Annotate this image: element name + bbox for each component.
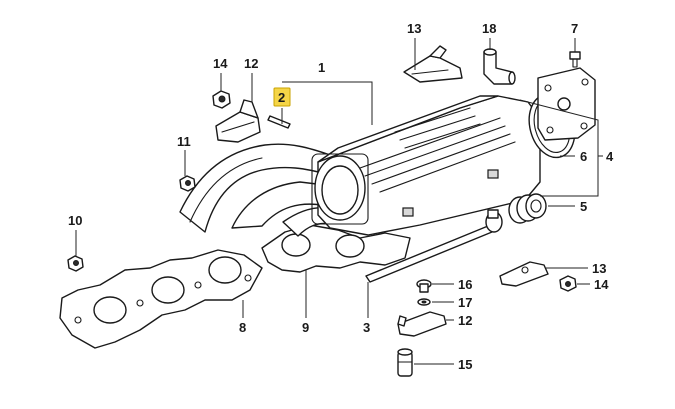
callout-6: 6 <box>580 149 587 164</box>
nut-part-11 <box>179 175 196 192</box>
callout-2-highlight <box>273 87 291 107</box>
callout-14-top: 14 <box>213 56 228 71</box>
bolt-part-7 <box>569 51 581 68</box>
sleeve-part-15 <box>397 348 413 377</box>
callout-2: 2 <box>278 90 285 105</box>
bracket-part-12-top <box>215 99 261 143</box>
bracket-part-13-top <box>403 45 463 83</box>
callout-1: 1 <box>318 60 325 75</box>
callout-labels: 1 2 3 4 5 6 7 8 9 10 11 12 12 13 13 14 1… <box>68 21 614 372</box>
rod-part-3 <box>365 209 503 283</box>
callout-5: 5 <box>580 199 587 214</box>
leader-lines <box>75 38 603 365</box>
callout-17: 17 <box>458 295 472 310</box>
callout-12-top: 12 <box>244 56 258 71</box>
manifold-runners-part <box>59 143 411 349</box>
callout-15: 15 <box>458 357 472 372</box>
bracket-part-12-lower <box>397 311 447 337</box>
callout-14-lower: 14 <box>594 277 609 292</box>
intake-plenum-part <box>311 95 541 236</box>
grommet-part-5 <box>508 193 547 224</box>
pin-part-2 <box>267 115 291 129</box>
bracket-part-13-lower <box>499 261 549 287</box>
cover-plate-part <box>537 67 596 141</box>
hose-fitting-part <box>483 48 516 85</box>
callout-13-lower: 13 <box>592 261 606 276</box>
screw-part-16 <box>416 279 432 293</box>
nut-part-14-top <box>212 90 231 109</box>
callout-13-top: 13 <box>407 21 421 36</box>
callout-12-lower: 12 <box>458 313 472 328</box>
nut-part-14-lower <box>559 275 577 292</box>
callout-3: 3 <box>363 320 370 335</box>
callout-8: 8 <box>239 320 246 335</box>
callout-18: 18 <box>482 21 496 36</box>
washer-part-17 <box>417 298 431 306</box>
callout-9: 9 <box>302 320 309 335</box>
callout-11: 11 <box>177 134 191 149</box>
callout-16: 16 <box>458 277 472 292</box>
callout-4: 4 <box>606 149 614 164</box>
nut-part-10 <box>67 255 84 272</box>
callout-7: 7 <box>571 21 578 36</box>
callout-10: 10 <box>68 213 82 228</box>
